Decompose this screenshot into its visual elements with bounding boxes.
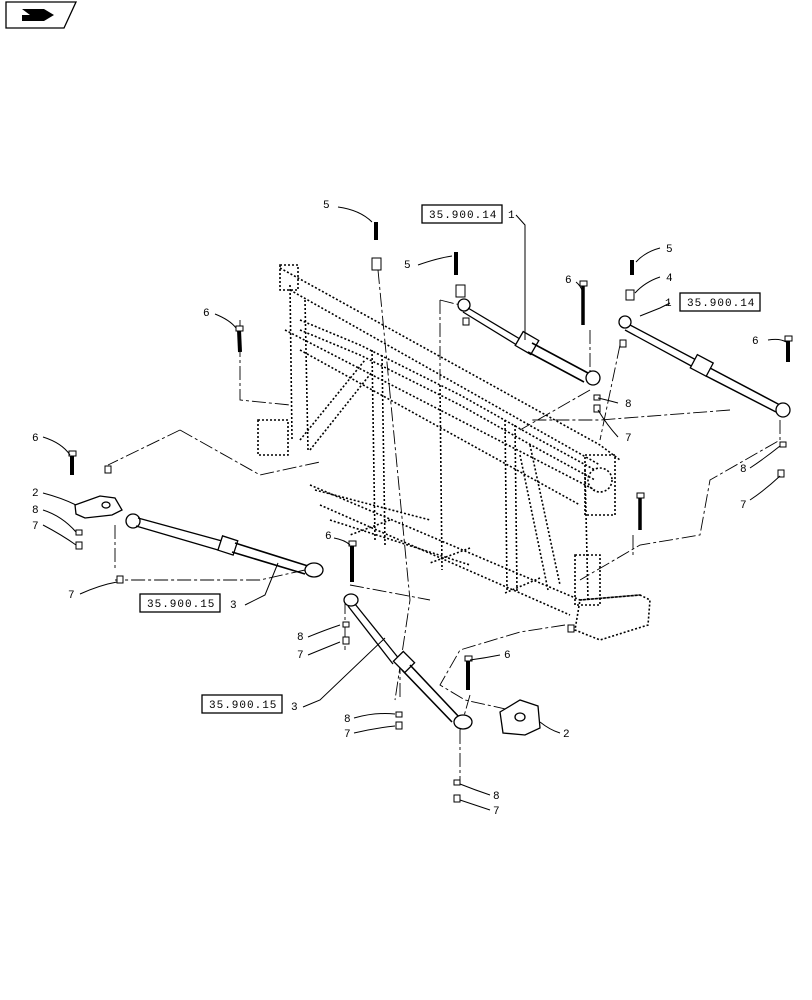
callout-6: 6 xyxy=(203,308,210,320)
callout-6: 6 xyxy=(32,433,39,445)
reference-label: 35.900.15 xyxy=(147,599,215,611)
callout-6: 6 xyxy=(565,275,572,287)
callout-6: 6 xyxy=(504,650,511,662)
callout-7: 7 xyxy=(344,729,351,741)
callout-8: 8 xyxy=(297,632,304,644)
callout-numbers: 5 5 5 4 1 1 6 6 6 6 6 6 8 7 8 7 2 8 7 7 … xyxy=(32,200,759,818)
callout-7: 7 xyxy=(625,433,632,445)
callout-8: 8 xyxy=(344,714,351,726)
callout-7: 7 xyxy=(740,500,747,512)
reference-box[interactable]: 35.900.15 xyxy=(139,593,221,613)
hydraulic-cylinder-upper-right xyxy=(618,315,791,418)
reference-label: 35.900.14 xyxy=(687,298,755,310)
hydraulic-cylinder-left xyxy=(125,513,324,578)
callout-2: 2 xyxy=(563,729,570,741)
bolt-6-lower xyxy=(464,655,473,690)
reference-label: 35.900.15 xyxy=(209,700,277,712)
callout-7: 7 xyxy=(68,590,75,602)
reference-box[interactable]: 35.900.15 xyxy=(201,694,283,714)
callout-5: 5 xyxy=(404,260,411,272)
bolt-6-right-lower xyxy=(636,492,645,530)
callout-1: 1 xyxy=(508,210,515,222)
bolt-6-left-upper xyxy=(235,325,244,353)
reference-box[interactable]: 35.900.14 xyxy=(679,292,761,312)
page-navigation-icon[interactable] xyxy=(5,1,78,29)
leader-lines xyxy=(42,206,787,811)
mounting-bracket-left xyxy=(74,495,123,519)
callout-8: 8 xyxy=(493,791,500,803)
callout-3: 3 xyxy=(291,702,298,714)
small-hardware xyxy=(75,317,787,803)
callout-8: 8 xyxy=(625,399,632,411)
mounting-bracket-lower xyxy=(499,699,541,736)
bolt-6-mid xyxy=(348,540,357,582)
callout-7: 7 xyxy=(297,650,304,662)
assembly-center-lines xyxy=(107,269,781,780)
callout-5: 5 xyxy=(323,200,330,212)
callout-5: 5 xyxy=(666,244,673,256)
boom-frame-assembly xyxy=(257,264,651,641)
hydraulic-cylinder-upper-middle xyxy=(457,298,601,386)
reference-label: 35.900.14 xyxy=(429,210,497,222)
callout-6: 6 xyxy=(325,531,332,543)
pin-5-mid xyxy=(454,252,466,298)
callout-7: 7 xyxy=(493,806,500,818)
callout-4: 4 xyxy=(666,273,673,285)
bolt-6-right xyxy=(784,335,793,362)
callout-3: 3 xyxy=(230,600,237,612)
callout-1: 1 xyxy=(665,298,672,310)
callout-7: 7 xyxy=(32,521,39,533)
callout-8: 8 xyxy=(740,464,747,476)
hydraulic-cylinder-lower xyxy=(343,593,473,730)
callout-8: 8 xyxy=(32,505,39,517)
callout-6: 6 xyxy=(752,336,759,348)
pin-5-top xyxy=(371,222,382,271)
pin-5-right xyxy=(625,260,635,301)
reference-box[interactable]: 35.900.14 xyxy=(421,204,503,224)
callout-2: 2 xyxy=(32,488,39,500)
